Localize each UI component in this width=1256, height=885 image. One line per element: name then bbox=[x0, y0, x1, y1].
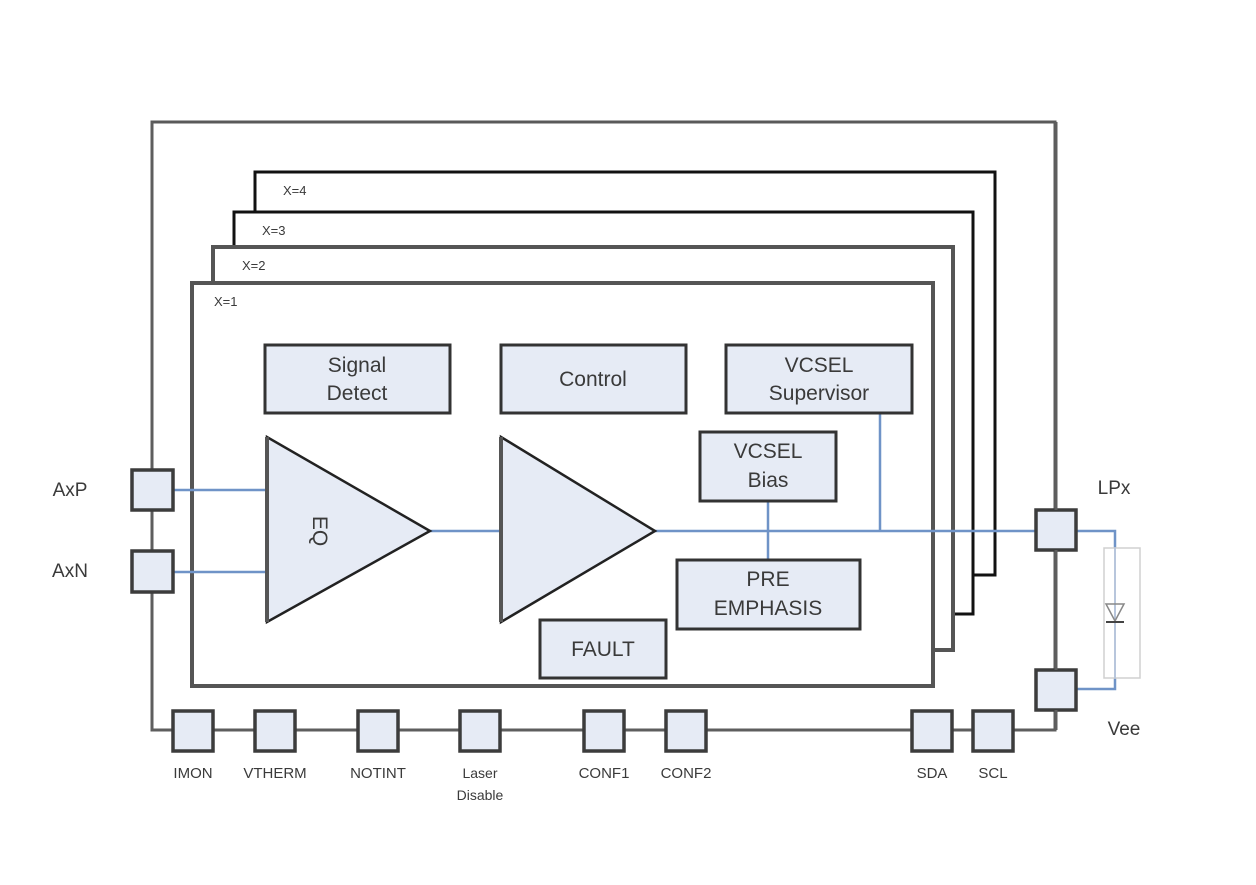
svg-text:PRE: PRE bbox=[746, 568, 789, 591]
pin-imon: IMON bbox=[171, 709, 215, 782]
eq-amplifier: EQ bbox=[265, 434, 433, 625]
pin-lpx: LPx bbox=[1034, 478, 1131, 552]
lane-label-x1: X=1 bbox=[214, 294, 238, 309]
svg-text:VCSEL: VCSEL bbox=[785, 354, 854, 377]
svg-text:Supervisor: Supervisor bbox=[769, 382, 869, 405]
svg-text:Detect: Detect bbox=[327, 382, 388, 405]
lane-label-x3: X=3 bbox=[262, 223, 286, 238]
fault-block: FAULT bbox=[538, 618, 668, 680]
vcsel-bias-block: VCSEL Bias bbox=[698, 430, 838, 503]
pin-vtherm: VTHERM bbox=[243, 709, 307, 782]
pin-sda: SDA bbox=[910, 709, 954, 782]
pin-notint: NOTINT bbox=[350, 709, 406, 782]
svg-text:FAULT: FAULT bbox=[571, 638, 635, 661]
pin-axn: AxN bbox=[52, 549, 175, 594]
svg-text:EMPHASIS: EMPHASIS bbox=[714, 597, 823, 620]
pin-imon-label: IMON bbox=[173, 765, 212, 782]
svg-text:Control: Control bbox=[559, 368, 627, 391]
vcsel-diode-icon bbox=[1103, 547, 1141, 679]
pin-scl: SCL bbox=[971, 709, 1015, 782]
pin-conf2: CONF2 bbox=[661, 709, 712, 782]
pin-axp: AxP bbox=[53, 468, 175, 512]
vcsel-supervisor-block: VCSEL Supervisor bbox=[724, 343, 914, 415]
pin-conf1-label: CONF1 bbox=[579, 765, 630, 782]
pin-vtherm-label: VTHERM bbox=[243, 765, 306, 782]
svg-text:Vee: Vee bbox=[1108, 719, 1141, 740]
pin-conf1: CONF1 bbox=[579, 709, 630, 782]
lane-label-x4: X=4 bbox=[283, 183, 307, 198]
pin-notint-label: NOTINT bbox=[350, 765, 406, 782]
svg-text:AxP: AxP bbox=[53, 480, 88, 501]
pin-conf2-label: CONF2 bbox=[661, 765, 712, 782]
pin-laser-disable-label: Disable bbox=[457, 787, 504, 803]
pin-sda-label: SDA bbox=[917, 765, 948, 782]
pin-scl-label: SCL bbox=[978, 765, 1007, 782]
svg-text:LPx: LPx bbox=[1098, 478, 1131, 499]
svg-text:Signal: Signal bbox=[328, 354, 386, 377]
eq-label: EQ bbox=[308, 516, 331, 546]
driver-amplifier bbox=[499, 434, 658, 625]
svg-text:AxN: AxN bbox=[52, 561, 88, 582]
control-block: Control bbox=[499, 343, 688, 415]
signal-detect-block: Signal Detect bbox=[263, 343, 452, 415]
pre-emphasis-block: PRE EMPHASIS bbox=[675, 558, 862, 631]
lane-label-x2: X=2 bbox=[242, 258, 266, 273]
pin-laser-disable-label: Laser bbox=[462, 765, 497, 781]
svg-text:Bias: Bias bbox=[748, 469, 789, 492]
svg-text:VCSEL: VCSEL bbox=[734, 440, 803, 463]
